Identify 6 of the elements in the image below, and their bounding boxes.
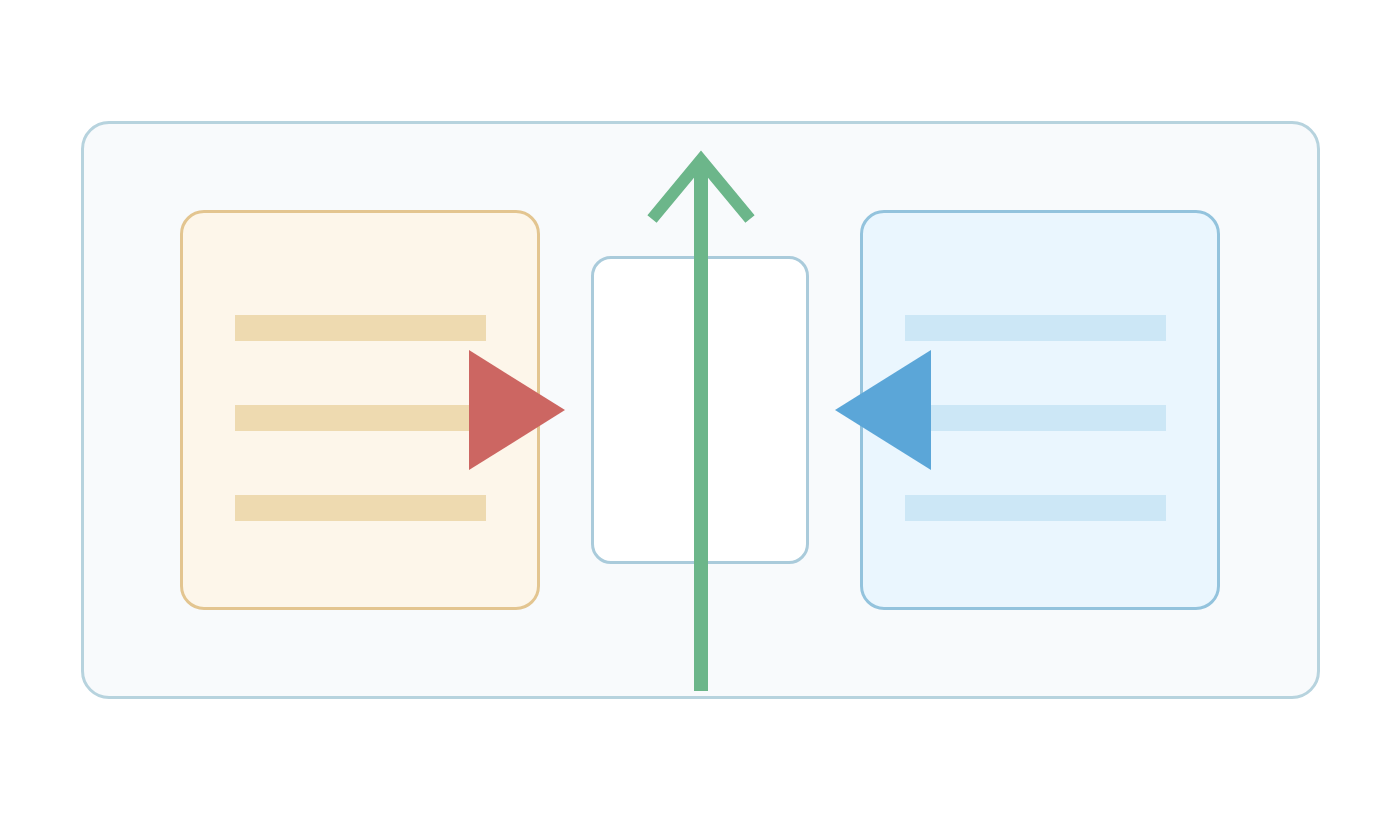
arrow [469, 350, 565, 470]
arrow [835, 350, 931, 470]
panel [81, 121, 1320, 699]
empty-card [591, 256, 809, 564]
document-card [180, 210, 540, 610]
document-card [860, 210, 1220, 610]
